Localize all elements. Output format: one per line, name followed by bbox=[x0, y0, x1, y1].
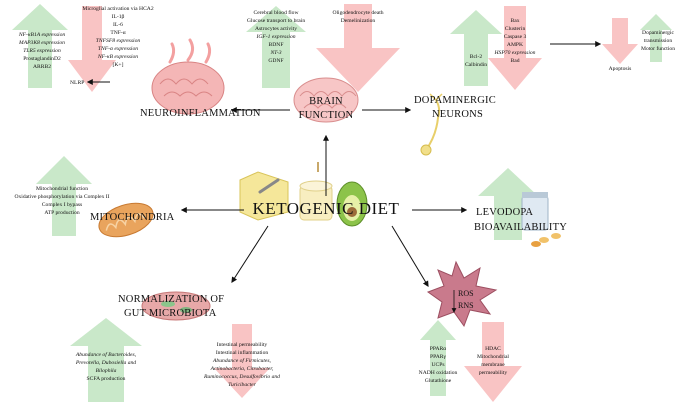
brain-down-1: Oligodendrocyte death bbox=[332, 10, 383, 16]
mitochondria-title: MITOCHONDRIA bbox=[90, 212, 175, 223]
ros-up-4: NADH oxidation bbox=[419, 370, 458, 376]
levodopa-title-1: LEVODOPA bbox=[476, 207, 533, 218]
brain-up-2: Glucose transport to brain bbox=[247, 18, 305, 24]
brain-up-6: NT-3 bbox=[269, 50, 281, 56]
ros-up-5: Glutathione bbox=[425, 378, 452, 384]
brain-up-1: Cerebral blood flow bbox=[253, 9, 299, 16]
inflamed-brain-illustration bbox=[151, 38, 225, 115]
ni-up-4: TNF-α bbox=[110, 30, 125, 36]
brain-up-7: GDNF bbox=[268, 58, 283, 64]
gut-down-2: Intestinal inflammation bbox=[216, 349, 269, 356]
dopa-up-2: Calbindin bbox=[465, 62, 487, 68]
brain-title-2: FUNCTION bbox=[299, 110, 354, 121]
brain-illustration bbox=[293, 77, 359, 123]
dopaminergic-down-arrow bbox=[488, 6, 542, 90]
dopa-down-6: Bad bbox=[510, 58, 519, 64]
mitochondria-up-arrow bbox=[36, 156, 92, 236]
brain-up-5: BDNF bbox=[269, 42, 284, 48]
ni-up-3: IL-6 bbox=[113, 22, 123, 28]
ros-down-2: Mitochondrial bbox=[477, 354, 509, 360]
arrow-to-gut bbox=[231, 225, 269, 284]
ni-up-5: TNFSF8 expression bbox=[96, 38, 141, 44]
gut-microbiota-illustration bbox=[141, 291, 211, 321]
gut-down-5: Ruminococcus, Desulfovibrio and bbox=[203, 373, 280, 380]
ni-down-2: MAP3K8 expression bbox=[18, 40, 65, 46]
ros-up-3: UCPs bbox=[431, 362, 444, 368]
transmission-2: transmission bbox=[644, 38, 672, 44]
gut-down-3: Abundance of Firmicutes, bbox=[212, 357, 272, 364]
gut-down-4: Actinobacteria, Citrobacter, bbox=[210, 366, 274, 372]
levodopa-illustration bbox=[521, 192, 561, 247]
gut-down-arrow bbox=[214, 324, 270, 398]
transmission-1: Dopaminergic bbox=[642, 30, 674, 36]
brain-down-arrow bbox=[316, 4, 400, 92]
dopa-down-5: HSP70 expression bbox=[494, 50, 536, 56]
dopaminergic-title-1: DOPAMINERGIC bbox=[414, 95, 496, 106]
ros-down-4: permeability bbox=[479, 370, 507, 376]
ni-down-4: ProstaglandinD2 bbox=[23, 56, 61, 62]
ros-down-arrow bbox=[464, 322, 522, 402]
dopa-down-1: Bax bbox=[510, 18, 519, 24]
gut-down-1: Intestinal permeability bbox=[217, 342, 268, 348]
nlrp-label: NLRP bbox=[70, 80, 84, 86]
neuron-illustration bbox=[420, 93, 443, 156]
dopa-down-3: Caspase 3 bbox=[504, 34, 527, 40]
ni-down-1: NF-κB1A expression bbox=[18, 32, 66, 38]
mitochondrion-illustration bbox=[98, 202, 154, 238]
ros-down-3: membrane bbox=[481, 362, 505, 368]
ros-down-1: HDAC bbox=[485, 346, 501, 352]
ni-up-6: TNF-α expression bbox=[98, 46, 138, 52]
brain-down-2: Demelinization bbox=[341, 18, 376, 24]
brain-up-4: IGF-1 expression bbox=[255, 34, 295, 40]
levodopa-up-arrow bbox=[478, 168, 538, 240]
ni-up-1: Microglial activation via HCA2 bbox=[82, 6, 154, 12]
dopa-down-2: Clusterin bbox=[505, 26, 526, 32]
ni-down-3: TLR5 expression bbox=[23, 48, 61, 54]
ketogenic-food-illustration bbox=[239, 162, 368, 227]
ros-up-arrow bbox=[420, 320, 456, 396]
mito-up-2: Oxidative phosphorylation via Complex II bbox=[14, 194, 109, 200]
brain-up-3: Astrocytes activity bbox=[255, 26, 297, 32]
levodopa-title-2: BIOAVAILABILITY bbox=[474, 222, 567, 233]
brain-up-arrow bbox=[246, 6, 306, 88]
ni-down-5: ARRB2 bbox=[33, 64, 51, 70]
ni-up-8: [K+] bbox=[113, 62, 124, 68]
mito-up-3: Complex I bypass bbox=[42, 202, 82, 208]
ros-up-1: PPARα bbox=[430, 346, 446, 352]
gut-title-1: NORMALIZATION OF bbox=[118, 294, 224, 305]
brain-title-1: BRAIN bbox=[309, 96, 343, 107]
gut-up-1: Abundance of Bacteroides, bbox=[75, 351, 137, 358]
rns-label: RNS bbox=[458, 301, 474, 310]
neuroinflammation-down-arrow bbox=[68, 6, 116, 92]
ni-up-2: IL-1β bbox=[112, 14, 125, 20]
dopa-up-1: Bcl-2 bbox=[470, 54, 483, 60]
transmission-up-arrow bbox=[640, 14, 672, 62]
ros-up-2: PPARγ bbox=[430, 354, 446, 360]
dopaminergic-title-2: NEURONS bbox=[432, 109, 483, 120]
apoptosis-down-arrow bbox=[602, 18, 638, 64]
neuroinflammation-title: NEUROINFLAMMATION bbox=[140, 108, 261, 119]
gut-up-2: Prevotella, Dubosiella and bbox=[75, 360, 136, 366]
apoptosis-label: Apoptosis bbox=[609, 66, 632, 72]
mito-up-4: ATP production bbox=[44, 210, 80, 216]
transmission-3: Motor function bbox=[641, 45, 675, 52]
dopaminergic-up-arrow bbox=[450, 10, 502, 86]
mito-up-1: Mitochondrial function bbox=[36, 185, 88, 192]
arrow-to-ros bbox=[391, 225, 429, 288]
gut-down-6: Turicibacter bbox=[228, 382, 256, 388]
dopa-down-4: AMPK bbox=[507, 42, 523, 48]
ni-up-7: NF-κB expression bbox=[97, 54, 138, 60]
gut-up-3: Bilophila bbox=[96, 368, 117, 374]
gut-title-2: GUT MICROBIOTA bbox=[124, 308, 217, 319]
ros-label: ROS bbox=[458, 289, 474, 298]
gut-up-4: SCFA production bbox=[87, 376, 126, 382]
neuroinflammation-up-arrow bbox=[12, 4, 68, 88]
center-title: KETOGENIC DIET bbox=[253, 199, 400, 218]
gut-up-arrow bbox=[70, 318, 142, 402]
ros-star-illustration bbox=[426, 260, 498, 328]
